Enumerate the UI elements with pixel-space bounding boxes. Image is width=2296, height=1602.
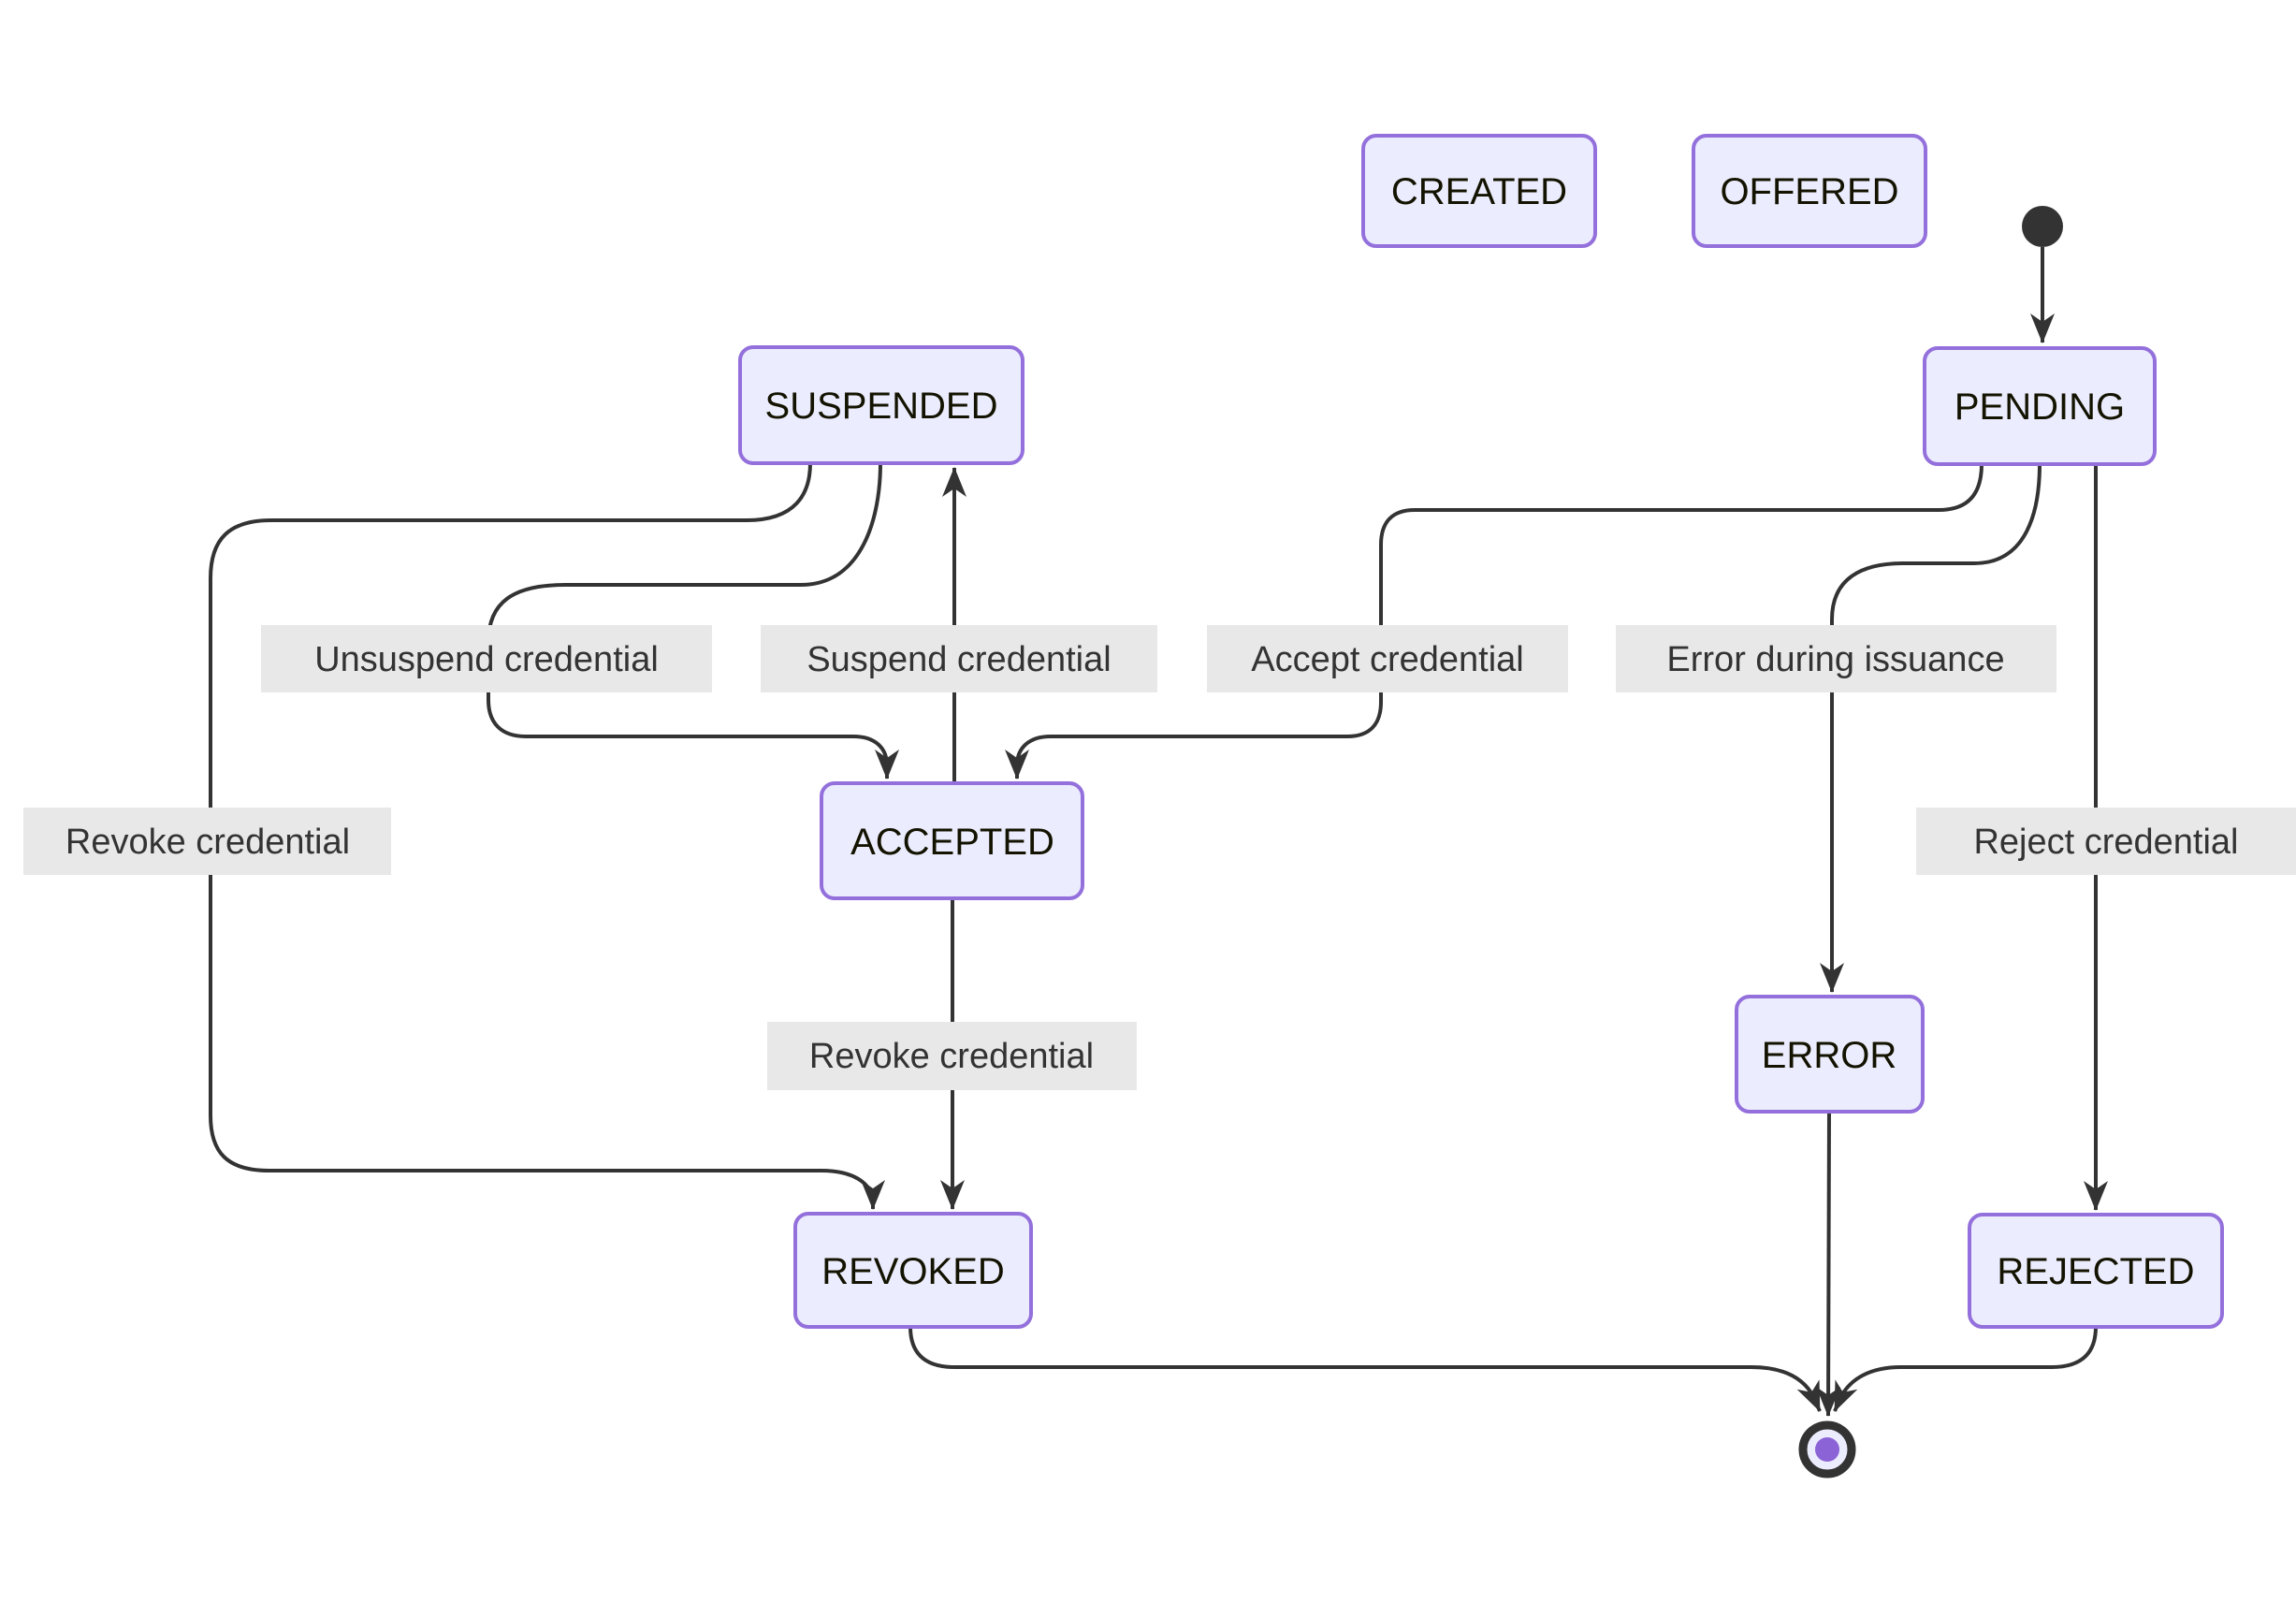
state-node-rejected: REJECTED (1968, 1213, 2224, 1329)
state-box (1735, 995, 1925, 1114)
transition-labels-layer: Unsuspend credential Suspend credential … (23, 625, 2296, 1090)
state-label: ERROR (1762, 1035, 1896, 1076)
transition-label-suspend-credential: Suspend credential (761, 625, 1157, 692)
transitions-layer (209, 247, 2108, 1417)
label-background (1916, 808, 2296, 875)
label-background (767, 1022, 1137, 1090)
transition-error-end (1816, 1111, 1841, 1417)
label-text: Reject credential (1973, 823, 2238, 862)
label-text: Revoke credential (809, 1037, 1094, 1076)
initial-state-icon (2022, 206, 2063, 247)
transition-label-error-during-issuance: Error during issuance (1616, 625, 2056, 692)
state-box (1692, 134, 1927, 248)
state-label: REJECTED (1997, 1251, 2194, 1292)
transition-revoked-end (908, 1326, 1822, 1412)
label-background (261, 625, 712, 692)
state-label: SUSPENDED (765, 386, 998, 427)
state-node-revoked: REVOKED (793, 1212, 1033, 1329)
state-nodes-layer: CREATED OFFERED PENDING SUSPENDED ACCEPT… (738, 134, 2224, 1478)
transition-label-revoke-credential-from-accepted: Revoke credential (767, 1022, 1137, 1090)
state-label: PENDING (1955, 386, 2125, 428)
state-node-accepted: ACCEPTED (820, 781, 1084, 900)
state-box (1361, 134, 1597, 248)
final-state-inner-dot (1815, 1437, 1839, 1462)
state-label: OFFERED (1720, 171, 1898, 212)
state-node-offered: OFFERED (1692, 134, 1927, 248)
final-state-icon (1798, 1420, 1856, 1478)
transition-rejected-end (1833, 1326, 2098, 1412)
label-text: Accept credential (1251, 640, 1524, 679)
label-background (23, 808, 391, 875)
state-node-suspended: SUSPENDED (738, 345, 1024, 465)
state-box (1968, 1213, 2224, 1329)
state-label: CREATED (1391, 171, 1567, 212)
state-box (820, 781, 1084, 900)
transition-label-revoke-credential-from-suspended: Revoke credential (23, 808, 391, 875)
state-node-created: CREATED (1361, 134, 1597, 248)
transition-pending-accepted (1005, 463, 1984, 779)
state-box (793, 1212, 1033, 1329)
transition-label-reject-credential: Reject credential (1916, 808, 2296, 875)
state-box (1923, 346, 2157, 466)
label-text: Error during issuance (1666, 640, 2004, 679)
state-label: ACCEPTED (850, 822, 1054, 863)
label-text: Revoke credential (65, 823, 350, 862)
transition-suspended-accepted (487, 462, 899, 779)
state-node-pending: PENDING (1923, 346, 2157, 466)
label-text: Unsuspend credential (314, 640, 659, 679)
label-text: Suspend credential (807, 640, 1111, 679)
transition-label-unsuspend-credential: Unsuspend credential (261, 625, 712, 692)
label-background (761, 625, 1157, 692)
transition-label-accept-credential: Accept credential (1207, 625, 1568, 692)
label-background (1616, 625, 2056, 692)
state-label: REVOKED (821, 1251, 1005, 1292)
label-background (1207, 625, 1568, 692)
transition-suspended-revoked (209, 462, 885, 1210)
transition-pending-error (1820, 463, 2042, 993)
state-node-error: ERROR (1735, 995, 1925, 1114)
state-box (738, 345, 1024, 465)
